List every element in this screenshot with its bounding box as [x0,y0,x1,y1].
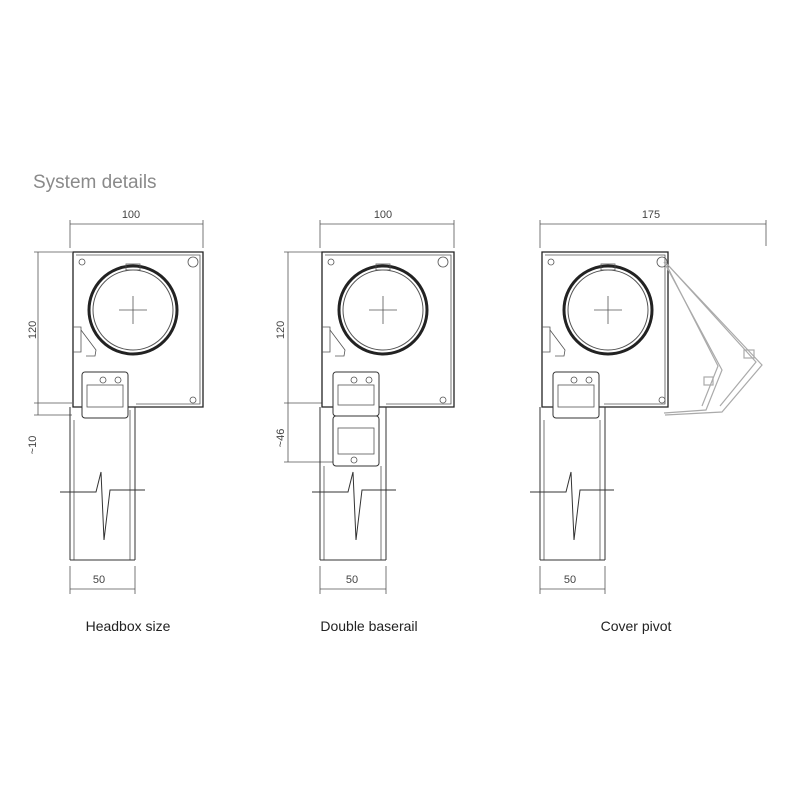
baserail [81,371,129,419]
dim-fabric-line [539,566,606,594]
panel-headbox-size: 100 120 ~10 [27,209,204,634]
panel-cover-pivot: 175 [530,209,767,634]
dim-fabric-line [319,566,387,594]
caption-double-baserail: Double baserail [320,618,417,634]
dim-height-line [34,251,72,416]
roller-tube [337,263,429,356]
dim-fabric-line [69,566,136,594]
dim-width-label: 100 [374,209,392,221]
panel-double-baserail: 100 120 ~46 [275,209,455,634]
roller-tube [87,263,179,356]
caption-headbox-size: Headbox size [86,618,171,634]
dim-width-label: 175 [642,209,660,221]
dim-width-label: 100 [122,209,140,221]
fabric [60,407,145,561]
dim-rail-label: ~10 [27,436,39,455]
dim-height-label: 120 [27,321,39,339]
headbox [72,251,204,408]
roller-tube [562,263,654,356]
headbox [321,251,455,408]
dim-fabric-label: 50 [93,574,105,586]
fabric [312,407,396,561]
baserail-lower [332,415,380,467]
section-title: System details [33,172,157,193]
pivot-cover [663,261,763,416]
dim-rail-label: ~46 [275,429,287,448]
side-bracket [542,326,566,357]
baserail-upper [332,371,380,417]
dim-height-line [284,251,340,463]
dim-width-line [319,220,455,248]
dim-width-line [69,220,204,248]
dim-fabric-label: 50 [346,574,358,586]
dim-width-line [539,220,767,248]
baserail [552,371,600,419]
caption-cover-pivot: Cover pivot [601,618,672,634]
fabric [530,407,614,561]
dim-fabric-label: 50 [564,574,576,586]
headbox [541,251,669,408]
dim-height-label: 120 [275,321,287,339]
side-bracket [73,326,97,357]
side-bracket [322,326,346,357]
